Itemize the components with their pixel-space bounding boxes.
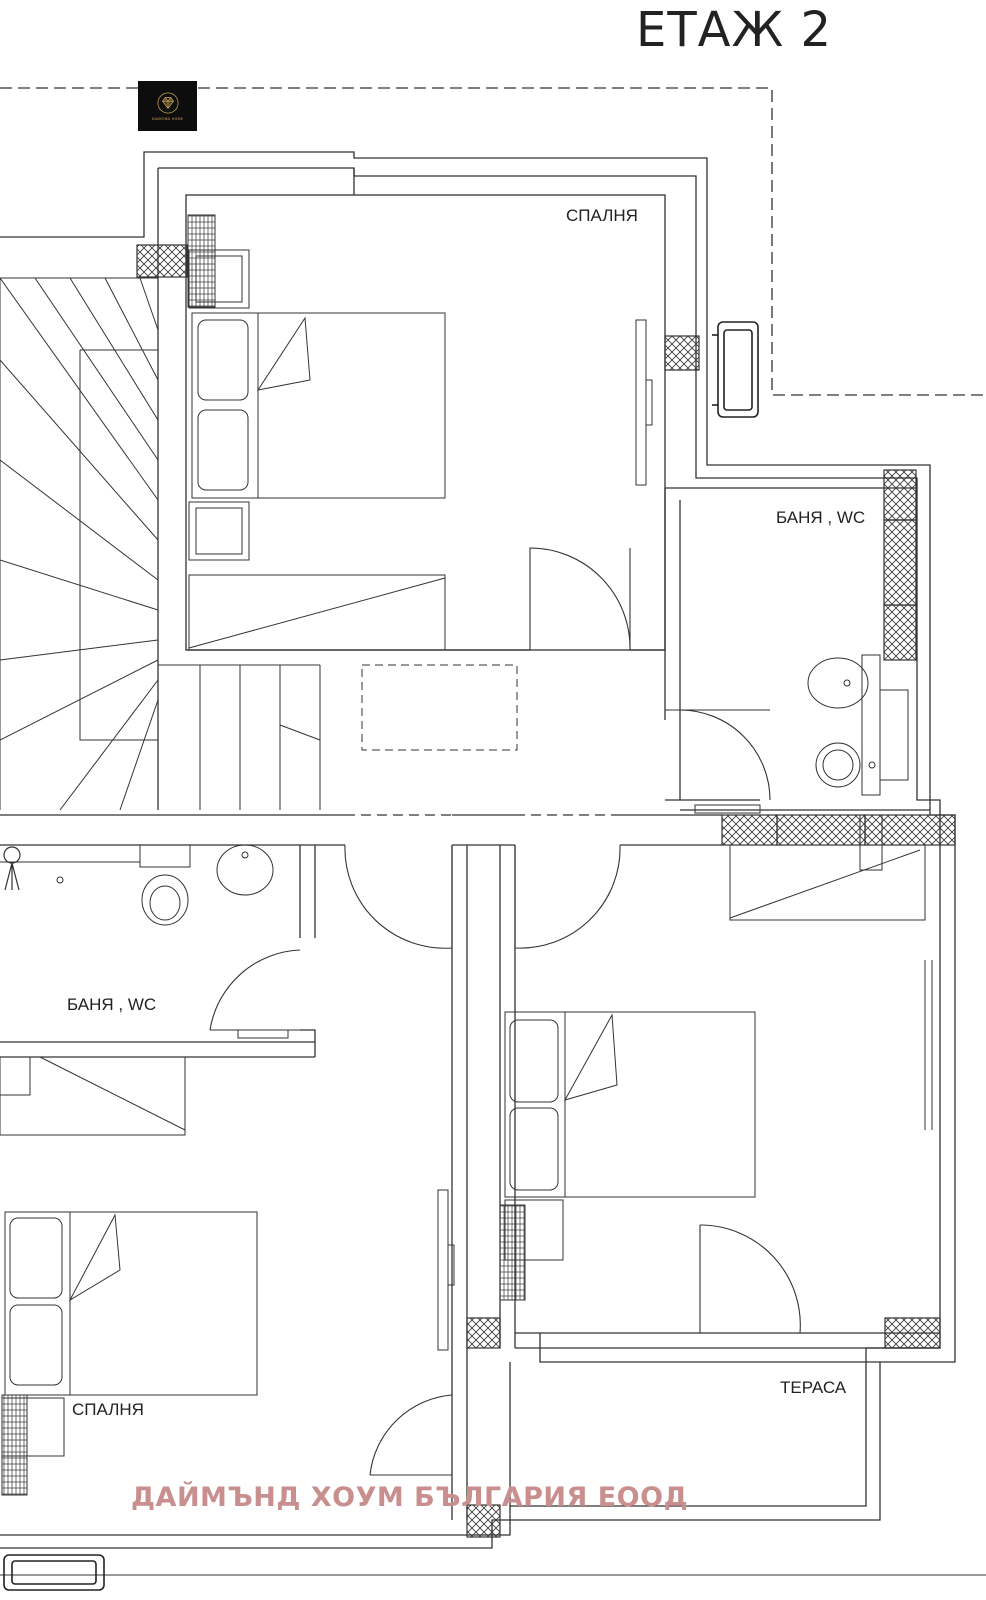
label-bath-left: БАНЯ , WC <box>67 995 157 1014</box>
label-bath-right: БАНЯ , WC <box>776 508 866 527</box>
ac-units <box>3 321 759 1591</box>
tv-bottom <box>437 1189 449 1351</box>
exterior-wall-inner <box>0 167 941 1536</box>
tv-top <box>635 319 647 486</box>
label-bedroom-bottom: СПАЛНЯ <box>72 1400 144 1419</box>
exterior-wall <box>0 151 956 1549</box>
bath-right-fixtures <box>694 654 909 814</box>
staircase <box>0 277 321 811</box>
label-terrace: ТЕРАСА <box>780 1378 847 1397</box>
radiators <box>1 214 526 1496</box>
company-watermark: ДАЙМЪНД ХОУМ БЪЛГАРИЯ ЕООД <box>131 1482 689 1513</box>
bed-top <box>188 249 446 561</box>
bed-bottom-right <box>504 1011 756 1261</box>
diamond-icon <box>157 92 178 113</box>
bath-left-fixtures <box>0 844 289 1039</box>
bed-bottom-left <box>1 1211 258 1457</box>
logo-text: DIAMOND HOME <box>151 116 184 121</box>
structural-columns <box>136 244 956 1538</box>
floor-title: ЕТАЖ 2 <box>636 2 832 58</box>
company-logo: DIAMOND HOME <box>138 81 197 131</box>
door-swings <box>209 547 801 1476</box>
shower-icon <box>3 846 21 891</box>
label-bedroom-top: СПАЛНЯ <box>566 206 638 225</box>
plot-boundary <box>0 87 986 396</box>
wardrobe-top <box>188 574 446 651</box>
